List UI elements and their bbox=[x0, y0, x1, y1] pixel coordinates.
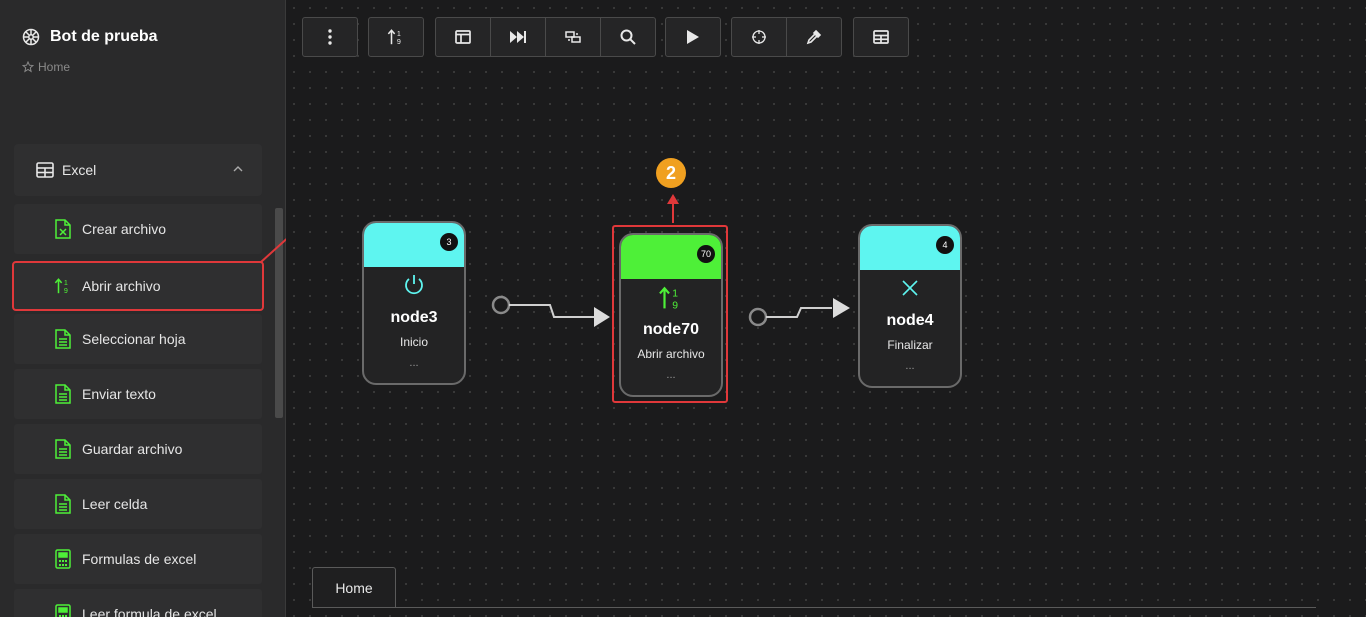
sidebar-item-enviar-texto[interactable]: Enviar texto bbox=[14, 369, 262, 419]
crosshair-icon bbox=[751, 29, 767, 45]
sidebar-item-leer-formula-de-excel[interactable]: Leer formula de excel bbox=[14, 589, 262, 617]
annotation-arrow-2 bbox=[667, 194, 679, 223]
play-icon bbox=[687, 30, 699, 44]
sidebar-item-crear-archivo[interactable]: Crear archivo bbox=[14, 204, 262, 254]
app-header: Bot de prueba bbox=[22, 28, 158, 46]
node-more: ... bbox=[666, 369, 676, 381]
sidebar-item-leer-celda[interactable]: Leer celda bbox=[14, 479, 262, 529]
node-name: node70 bbox=[642, 321, 699, 338]
skip-next-icon bbox=[510, 31, 526, 43]
document-icon bbox=[54, 384, 72, 404]
locate-button[interactable] bbox=[732, 18, 787, 56]
star-icon[interactable] bbox=[22, 61, 34, 73]
sidebar-item-label: Guardar archivo bbox=[82, 441, 183, 457]
eyedropper-button[interactable] bbox=[787, 18, 841, 56]
edge-node70-node4 bbox=[748, 298, 850, 327]
svg-text:1: 1 bbox=[397, 29, 401, 38]
svg-text:9: 9 bbox=[397, 37, 401, 46]
node-badge: 4 bbox=[936, 236, 954, 254]
app-title: Bot de prueba bbox=[50, 28, 158, 45]
svg-text:1: 1 bbox=[672, 289, 678, 300]
sidebar-item-label: Abrir archivo bbox=[82, 278, 161, 294]
layout-button[interactable] bbox=[436, 18, 491, 56]
calculator-icon bbox=[54, 604, 72, 617]
node-badge: 70 bbox=[697, 245, 715, 263]
sidebar-group-label: Excel bbox=[62, 162, 97, 178]
calculator-icon bbox=[54, 549, 72, 569]
eyedropper-icon bbox=[806, 29, 822, 45]
node-more: ... bbox=[409, 357, 419, 369]
skip-next-button[interactable] bbox=[491, 18, 546, 56]
more-vert-icon bbox=[328, 29, 332, 45]
chevron-up-icon[interactable] bbox=[232, 163, 244, 175]
node-name: node3 bbox=[390, 309, 438, 326]
sidebar-item-label: Crear archivo bbox=[82, 221, 167, 237]
tab-home[interactable]: Home bbox=[312, 567, 396, 607]
annotation-marker-2: 2 bbox=[656, 158, 686, 188]
sidebar-item-label: Enviar texto bbox=[82, 386, 156, 402]
node-header: 70 bbox=[621, 235, 721, 279]
sidebar-item-label: Seleccionar hoja bbox=[82, 331, 186, 347]
flow-connectors bbox=[491, 194, 850, 327]
selection-highlight bbox=[612, 225, 728, 403]
edge-node3-node70 bbox=[491, 295, 610, 327]
node-type: Finalizar bbox=[887, 338, 933, 352]
node-type: Abrir archivo bbox=[637, 347, 705, 361]
run-button[interactable] bbox=[665, 17, 721, 57]
close-icon bbox=[860, 276, 960, 302]
svg-text:1: 1 bbox=[64, 278, 68, 287]
table-icon bbox=[873, 30, 889, 44]
power-icon bbox=[364, 273, 464, 299]
svg-text:9: 9 bbox=[64, 286, 68, 295]
sidebar-item-label: Leer celda bbox=[82, 496, 148, 512]
sidebar-item-guardar-archivo[interactable]: Guardar archivo bbox=[14, 424, 262, 474]
svg-text:9: 9 bbox=[672, 300, 678, 311]
excel-file-icon bbox=[54, 219, 72, 239]
flow-node-node4[interactable]: 4 node4 Finalizar ... bbox=[858, 224, 962, 388]
node-header: 3 bbox=[364, 223, 464, 267]
sidebar-group-excel[interactable]: Excel bbox=[14, 144, 262, 196]
search-button[interactable] bbox=[601, 18, 655, 56]
sidebar-item-label: Formulas de excel bbox=[82, 551, 197, 567]
document-icon bbox=[54, 494, 72, 514]
view-toolbar-group bbox=[435, 17, 656, 57]
layout-icon bbox=[455, 30, 471, 44]
transform-icon bbox=[565, 30, 581, 44]
document-icon bbox=[54, 439, 72, 459]
helm-icon bbox=[22, 28, 40, 46]
sidebar-scrollbar[interactable] bbox=[275, 208, 283, 418]
sidebar-item-seleccionar-hoja[interactable]: Seleccionar hoja bbox=[14, 314, 262, 364]
table-view-button[interactable] bbox=[853, 17, 909, 57]
node-more: ... bbox=[905, 360, 915, 372]
document-icon bbox=[54, 329, 72, 349]
node-name: node4 bbox=[886, 312, 934, 329]
search-icon bbox=[620, 29, 636, 45]
flow-tab-bar: Home bbox=[312, 567, 1316, 608]
more-options-button[interactable] bbox=[302, 17, 358, 57]
breadcrumb-home[interactable]: Home bbox=[38, 60, 71, 74]
tools-toolbar-group bbox=[731, 17, 842, 57]
sidebar-item-label: Leer formula de excel bbox=[82, 606, 217, 617]
table-icon bbox=[36, 162, 54, 178]
sidebar-item-formulas-de-excel[interactable]: Formulas de excel bbox=[14, 534, 262, 584]
flow-node-node3[interactable]: 3 node3 Inicio ... bbox=[362, 221, 466, 385]
node-badge: 3 bbox=[440, 233, 458, 251]
sidebar: Bot de prueba Home Excel Crear archivo 1… bbox=[0, 0, 286, 617]
breadcrumb[interactable]: Home bbox=[22, 60, 70, 74]
node-type: Inicio bbox=[399, 335, 428, 349]
transform-button[interactable] bbox=[546, 18, 601, 56]
node-header: 4 bbox=[860, 226, 960, 270]
